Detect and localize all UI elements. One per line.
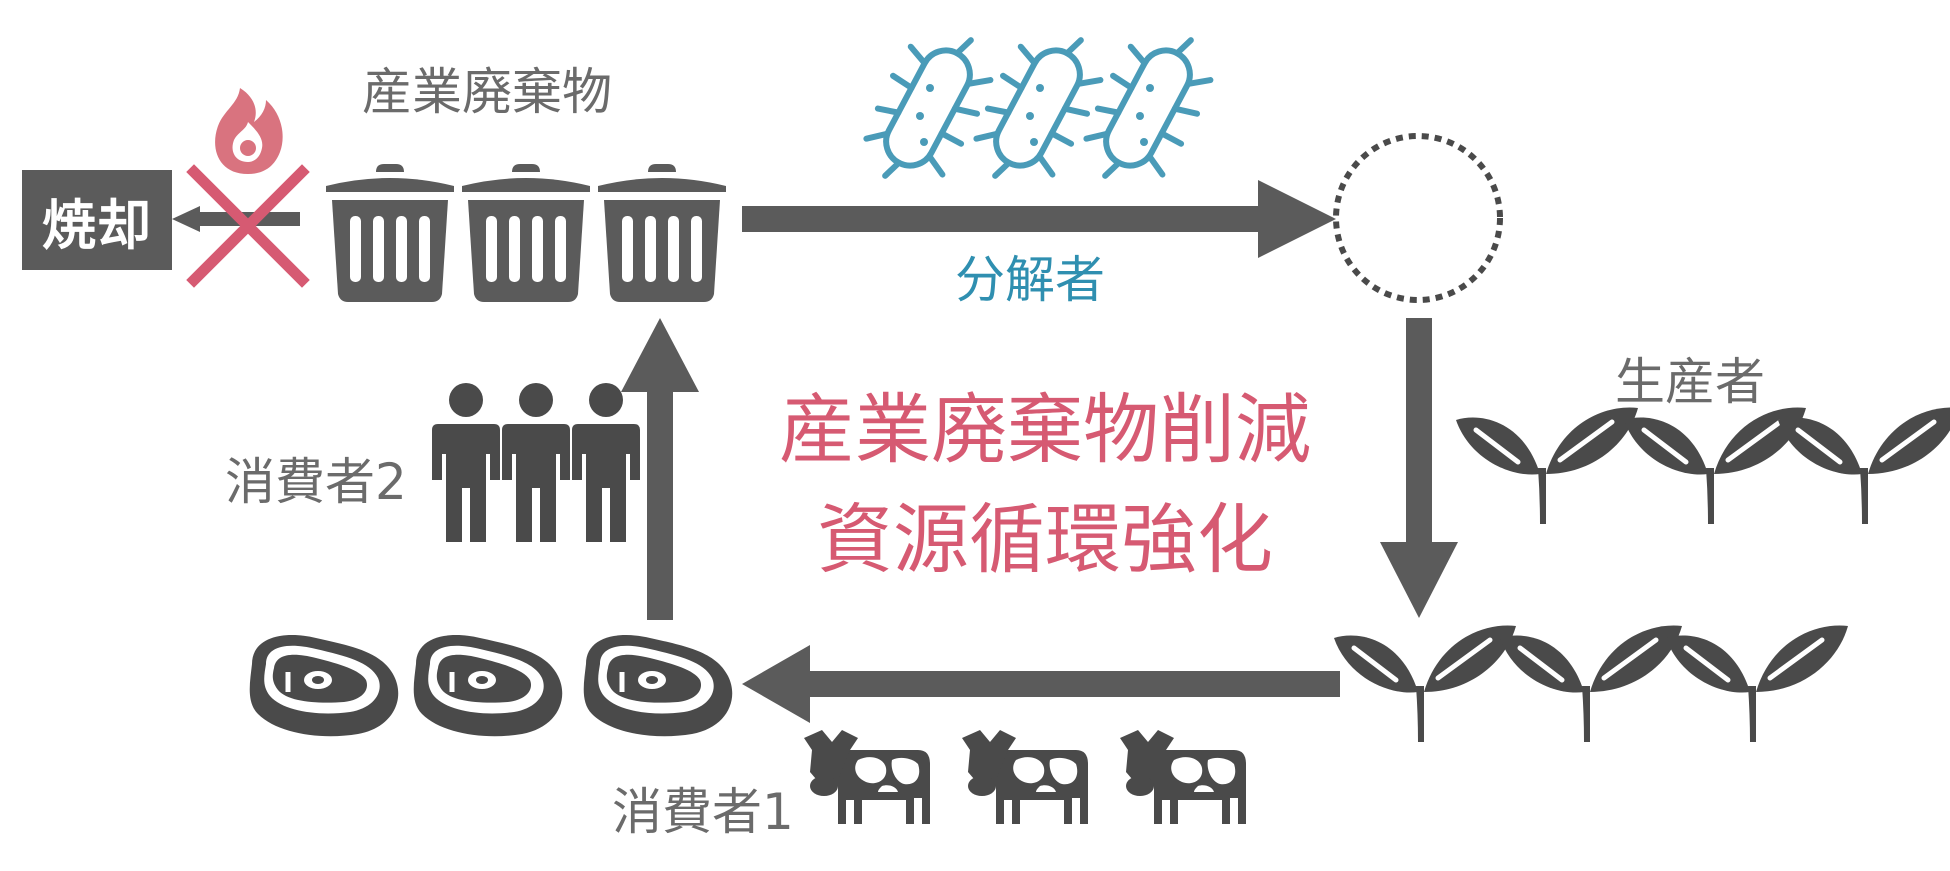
producer-label: 生産者 — [1615, 353, 1765, 411]
trash-can-icon — [462, 164, 590, 302]
trash-can-icon — [326, 164, 454, 302]
cow-icon — [804, 730, 930, 824]
headline-line-2: 資源循環強化 — [817, 495, 1273, 584]
person-icon — [432, 383, 500, 542]
bacteria-icon — [1070, 16, 1226, 200]
bacteria-icon — [960, 16, 1116, 200]
steak-icon — [584, 635, 733, 736]
recycled-resource-circle — [1333, 133, 1503, 303]
trash-can-icon — [598, 164, 726, 302]
arrow-decomposer-to-producer — [1380, 318, 1458, 618]
cross-mark-icon — [186, 164, 310, 288]
decomposer-label: 分解者 — [955, 251, 1105, 309]
sprout-icon — [1456, 408, 1638, 524]
industrial-waste-label: 産業廃棄物 — [362, 63, 612, 121]
cow-icon — [1120, 730, 1246, 824]
fire-icon — [215, 88, 283, 174]
sprout-icon — [1334, 626, 1516, 742]
incineration-label: 焼却 — [22, 170, 172, 270]
arrow-producer-to-consumer1 — [742, 645, 1340, 723]
sprout-icon — [1624, 408, 1806, 524]
consumer-1-label: 消費者1 — [612, 783, 794, 841]
person-icon — [502, 383, 570, 542]
arrow-waste-to-decomposer — [742, 180, 1336, 258]
bacteria-icon — [850, 16, 1006, 200]
arrow-consumer2-to-waste — [621, 318, 699, 620]
steak-icon — [250, 635, 399, 736]
person-icon — [572, 383, 640, 542]
steak-icon — [414, 635, 563, 736]
sprout-icon — [1778, 408, 1950, 524]
cow-icon — [962, 730, 1088, 824]
headline-line-1: 産業廃棄物削減 — [779, 385, 1311, 474]
consumer-2-label: 消費者2 — [225, 453, 407, 511]
sprout-icon — [1666, 626, 1848, 742]
sprout-icon — [1500, 626, 1682, 742]
center-headline: 産業廃棄物削減 資源循環強化 — [740, 375, 1350, 595]
